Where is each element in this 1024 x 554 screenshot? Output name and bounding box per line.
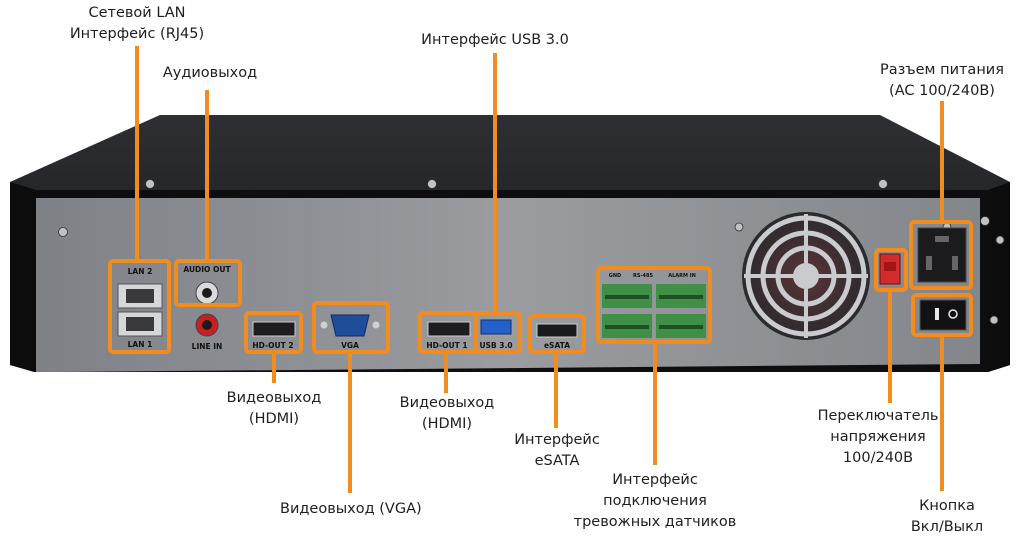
callout-power-connector-line2: (AC 100/240В) — [889, 83, 995, 99]
screw — [427, 179, 437, 189]
hdmi2-connector — [252, 321, 296, 337]
lan1-label: LAN 1 — [128, 340, 153, 349]
callout-lan-line1: Сетевой LAN — [88, 5, 186, 21]
vga-port: VGA — [320, 314, 380, 350]
chassis-right-side — [988, 182, 1010, 372]
voltage-switch-slider — [884, 262, 896, 271]
callout-esata-line2: eSATA — [534, 453, 580, 469]
callout-power-button: Кнопка Вкл/Выкл — [902, 496, 992, 538]
callout-lan: Сетевой LAN Интерфейс (RJ45) — [62, 3, 212, 45]
callout-vga-line1: Видеовыход (VGA) — [280, 501, 422, 517]
lan1-socket — [126, 317, 154, 331]
gnd-label: GND — [609, 273, 621, 279]
callout-leaders — [135, 46, 944, 493]
callout-box-lan — [108, 259, 171, 354]
screw — [980, 216, 990, 226]
callout-usb-line1: Интерфейс USB 3.0 — [421, 32, 569, 48]
terminal-screws — [659, 325, 703, 329]
callout-audio-out-line1: Аудиовыход — [162, 65, 258, 81]
vga-screw-right — [372, 321, 380, 329]
hd-out2-label: HD-OUT 2 — [252, 341, 293, 350]
callout-alarm-line2: подключения — [603, 493, 707, 509]
voltage-switch — [879, 253, 901, 285]
callout-power-button-line2: Вкл/Выкл — [910, 519, 984, 535]
line-in-hole — [202, 320, 212, 330]
chassis — [10, 115, 1010, 372]
hdmi2-port: HD-OUT 2 — [252, 321, 296, 350]
callout-hdmi2: Видеовыход (HDMI) — [214, 388, 334, 430]
audio-out-hole — [202, 288, 212, 298]
chassis-left-side — [10, 182, 36, 372]
callout-lan-line2: Интерфейс (RJ45) — [69, 26, 205, 42]
terminal-screws — [605, 325, 649, 329]
callout-voltage-switch-line2: напряжения — [830, 429, 926, 445]
callout-esata-line1: Интерфейс — [514, 432, 600, 448]
callout-power-button-line1: Кнопка — [919, 498, 975, 514]
screw — [734, 222, 744, 232]
vga-label: VGA — [341, 341, 359, 350]
power-button — [919, 299, 967, 331]
terminal-screws — [659, 295, 703, 299]
line-in-label: LINE IN — [192, 342, 223, 351]
callout-voltage-switch-line1: Переключатель — [817, 408, 939, 424]
lan-ports: LAN 2 LAN 1 — [117, 267, 163, 349]
callout-voltage-switch: Переключатель напряжения 100/240В — [808, 406, 948, 469]
screw — [878, 179, 888, 189]
callout-alarm: Интерфейс подключения тревожных датчиков — [570, 470, 740, 533]
screws — [58, 179, 1005, 325]
esata-label: eSATA — [544, 341, 570, 350]
esata-connector — [536, 323, 578, 338]
screw — [995, 235, 1005, 245]
rs485-label: RS-485 — [633, 273, 653, 279]
hdmi1-port: HD-OUT 1 — [426, 321, 471, 350]
usb3-label: USB 3.0 — [479, 341, 512, 350]
alarm-in-label: ALARM IN — [668, 273, 696, 279]
callout-alarm-line1: Интерфейс — [612, 472, 698, 488]
callout-esata: Интерфейс eSATA — [507, 430, 607, 472]
callout-hdmi1: Видеовыход (HDMI) — [387, 393, 507, 435]
screw — [58, 227, 68, 237]
audio-ports: AUDIO OUT LINE IN — [183, 265, 231, 351]
callout-power-connector: Разъем питания (AC 100/240В) — [872, 60, 1012, 102]
hd-out1-label: HD-OUT 1 — [426, 341, 467, 350]
terminal-screws — [605, 295, 649, 299]
rocker-mark-on — [935, 308, 939, 320]
screw — [145, 179, 155, 189]
alarm-terminals: GND RS-485 ALARM IN — [602, 273, 706, 338]
lan1-port — [117, 311, 163, 337]
usb3-port: USB 3.0 — [479, 319, 513, 350]
psu-fan — [742, 212, 870, 340]
vga-screw-left — [320, 321, 328, 329]
vga-connector — [330, 314, 370, 337]
callout-power-connector-line1: Разъем питания — [880, 62, 1004, 78]
rocker-mark-off — [948, 309, 958, 319]
callout-hdmi2-line2: (HDMI) — [248, 411, 300, 427]
callout-voltage-switch-line3: 100/240В — [842, 450, 914, 466]
callout-usb: Интерфейс USB 3.0 — [405, 30, 585, 51]
rocker-switch — [919, 299, 967, 331]
iec-pin — [935, 236, 949, 242]
screw — [989, 315, 999, 325]
callout-box-usb3 — [474, 311, 522, 354]
lan2-label: LAN 2 — [128, 267, 153, 276]
callout-alarm-line3: тревожных датчиков — [573, 514, 737, 530]
audio-out-label: AUDIO OUT — [183, 265, 231, 274]
callout-hdmi1-line1: Видеовыход — [399, 395, 495, 411]
callout-audio-out: Аудиовыход — [150, 63, 270, 84]
callout-vga: Видеовыход (VGA) — [280, 499, 422, 520]
hdmi1-connector — [427, 321, 471, 337]
callout-hdmi2-line1: Видеовыход — [226, 390, 322, 406]
usb3-connector — [480, 319, 512, 335]
iec-pin — [952, 256, 958, 270]
esata-port: eSATA — [536, 323, 578, 350]
callout-hdmi1-line2: (HDMI) — [421, 416, 473, 432]
power-connector — [917, 227, 967, 283]
iec-pin — [926, 256, 932, 270]
lan2-socket — [126, 289, 154, 303]
